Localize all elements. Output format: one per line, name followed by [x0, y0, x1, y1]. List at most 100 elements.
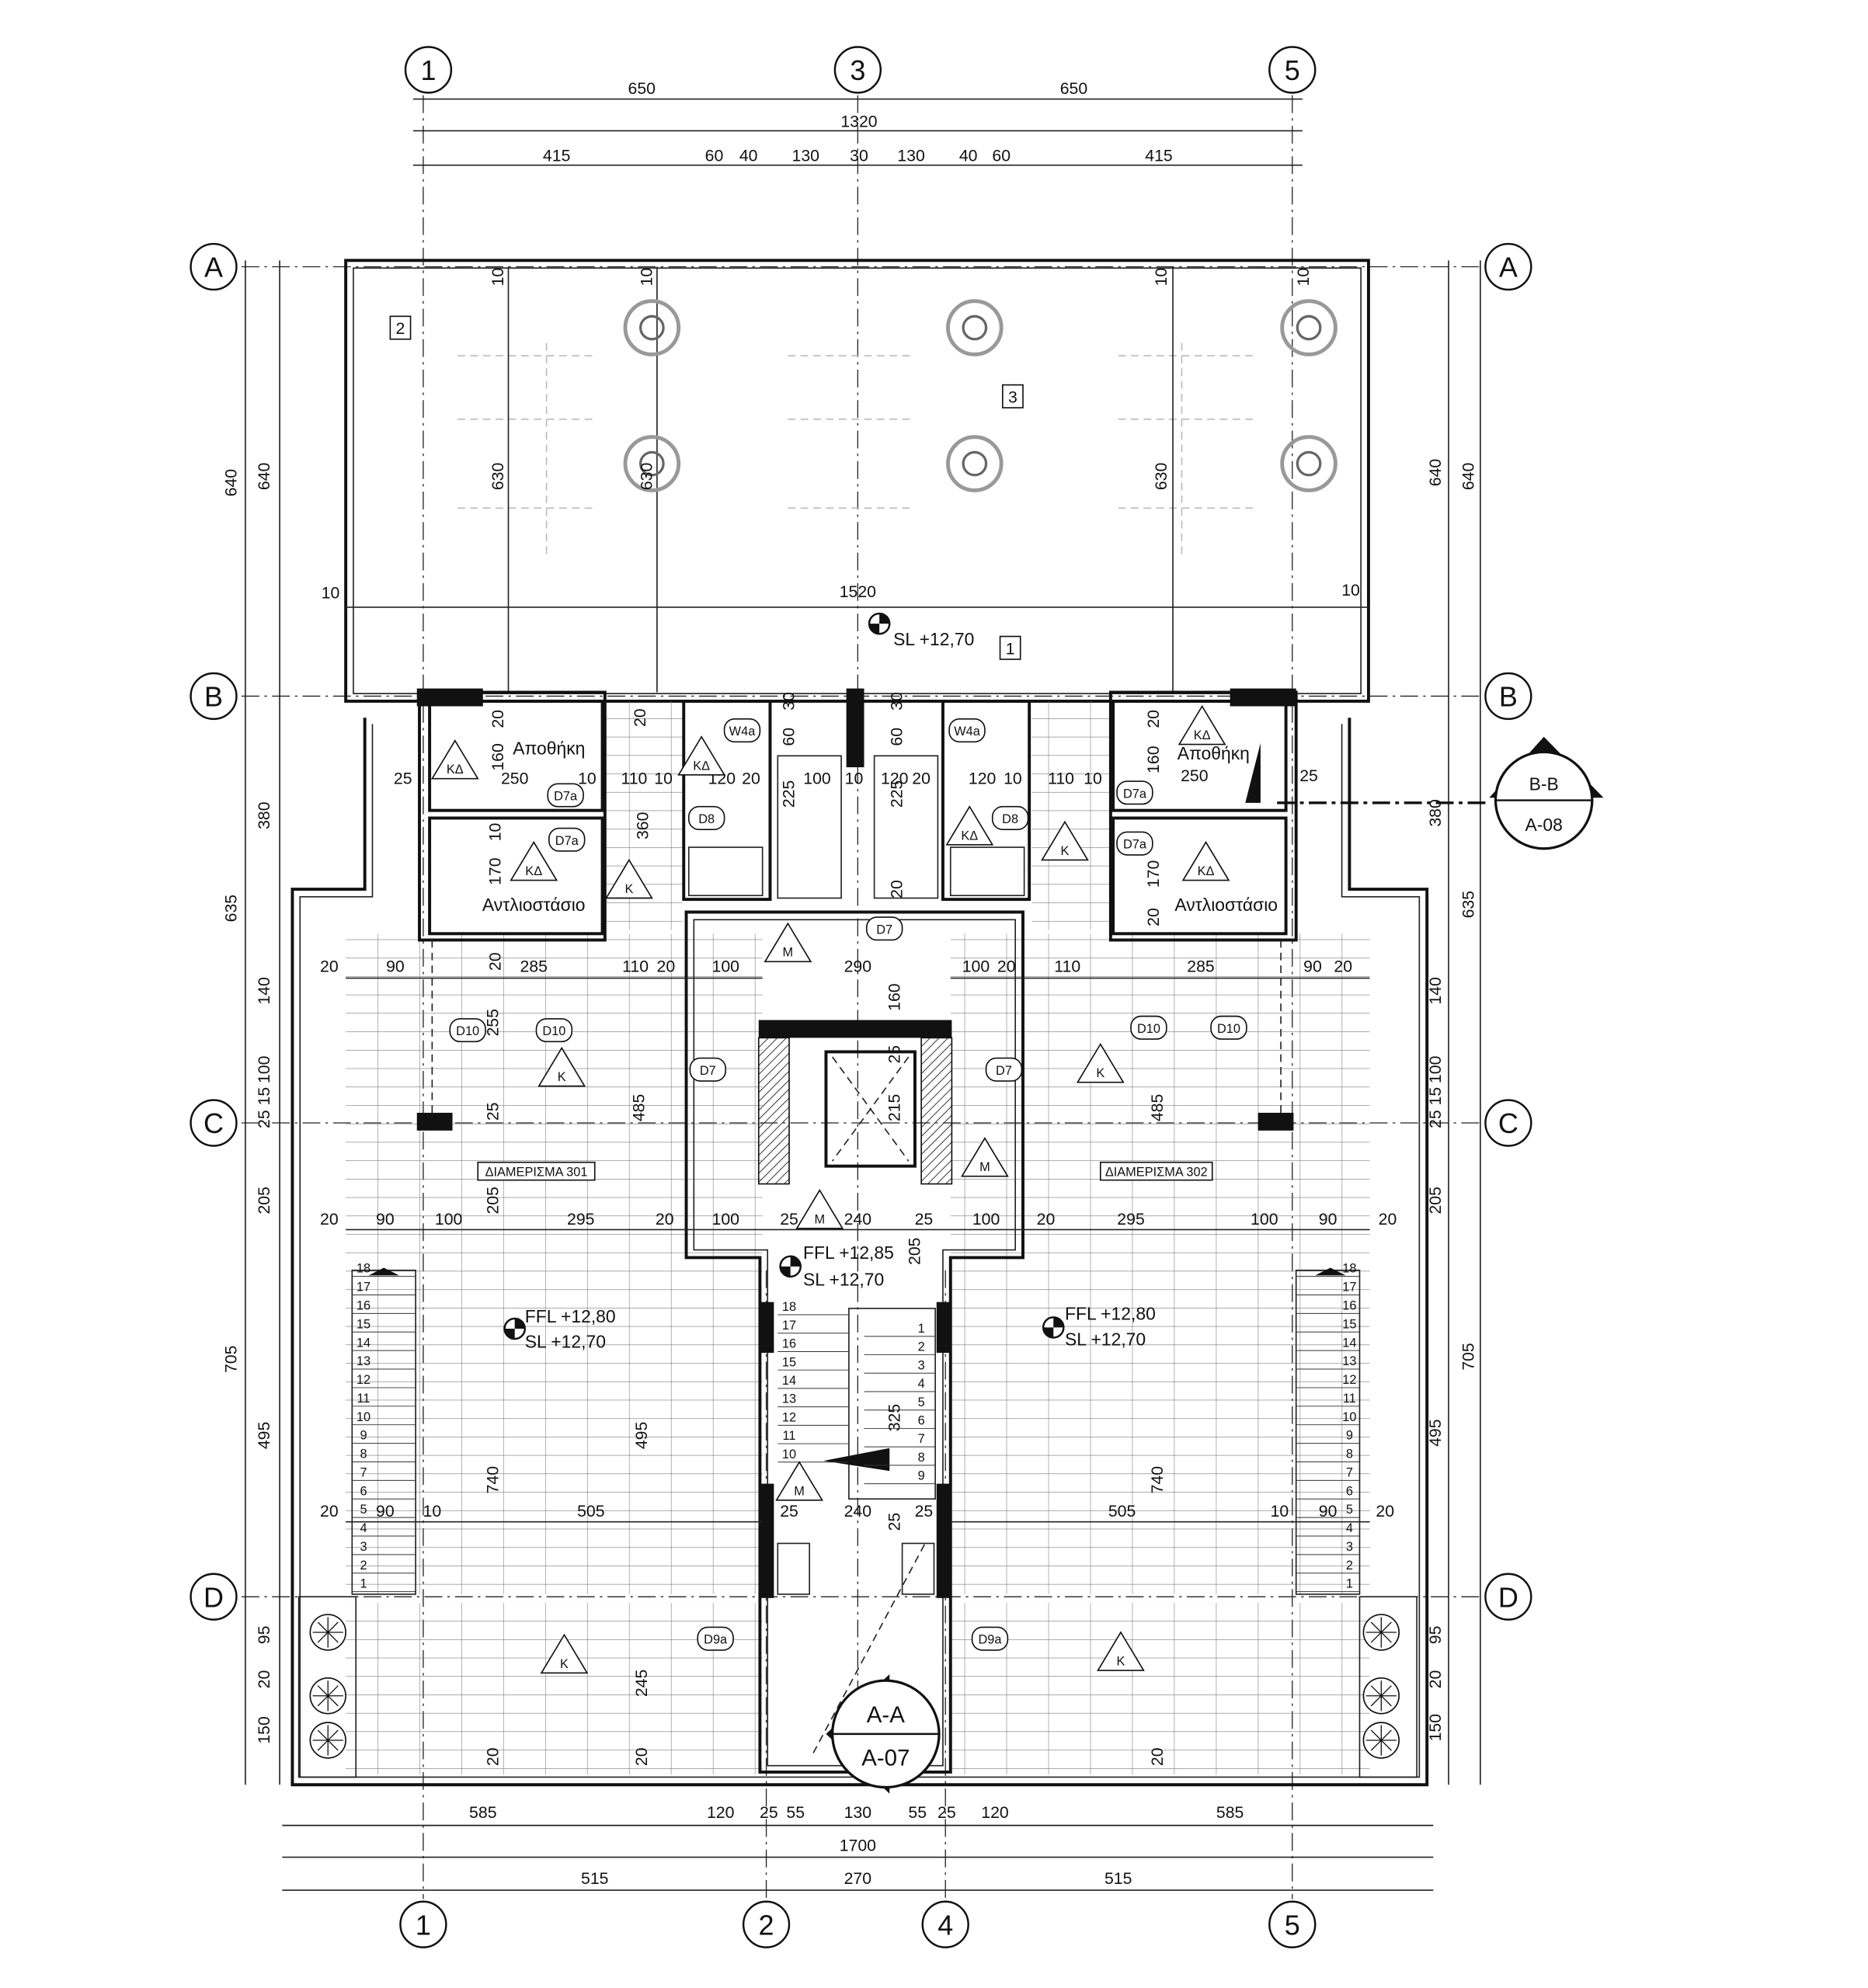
stair-step-left: 2	[360, 1559, 367, 1573]
plant-icon	[1362, 1677, 1400, 1715]
roof-drain-icon	[623, 435, 681, 492]
grid-bubble-left-label: C	[203, 1107, 224, 1139]
grid-bubble-left: A	[190, 242, 238, 291]
dimension-label: 245	[632, 1670, 651, 1697]
stair-step-left: 5	[360, 1503, 367, 1517]
grid-bubble-left: C	[190, 1099, 238, 1147]
door-tag-label: D7	[700, 1064, 716, 1078]
core-stair-step: 1	[918, 1322, 925, 1336]
grid-bubble-top-label: 3	[850, 54, 865, 86]
dimension-label: 360	[633, 812, 652, 839]
finish-tag-kd-label: ΚΔ	[447, 763, 464, 777]
dimension-label: 585	[1216, 1803, 1244, 1822]
section-a-a-title: A-A	[867, 1702, 905, 1728]
dimension-label: 60	[705, 147, 724, 165]
door-tag-label: D9a	[704, 1633, 728, 1647]
finish-tag-k-label: Κ	[560, 1657, 569, 1671]
core-stair-step: 4	[918, 1377, 925, 1391]
dimension-label: 10	[486, 823, 505, 842]
grid-bubble-top-label: 1	[420, 54, 436, 86]
floor-outline	[290, 700, 1429, 1787]
finish-tag-kd: ΚΔ	[677, 735, 726, 776]
core-sl-level: SL +12,70	[803, 1269, 884, 1289]
roof-drain-icon	[623, 299, 681, 356]
dimension-label: 705	[221, 1346, 240, 1373]
stair-step-left: 7	[360, 1465, 367, 1479]
dimension-label: 295	[1117, 1210, 1144, 1229]
stair-step-right: 2	[1346, 1559, 1353, 1573]
dimension-label: 515	[581, 1869, 608, 1888]
roof-drain-icon	[946, 435, 1004, 492]
dimension-label: 10	[423, 1502, 442, 1521]
core-ffl-level: FFL +12,85	[803, 1242, 894, 1263]
stair-step-left: 6	[360, 1484, 367, 1498]
callout-number: 1	[1006, 639, 1015, 658]
core-stair-step: 5	[918, 1395, 925, 1409]
grid-bubble-bottom-label: 5	[1285, 1909, 1300, 1941]
callout-box: 1	[999, 635, 1021, 660]
grid-bubble-right: A	[1484, 242, 1532, 291]
finish-tag-k-label: Κ	[1061, 844, 1070, 858]
dimension-label: 120	[969, 769, 996, 787]
plant-icon	[1362, 1614, 1400, 1651]
dimension-label: 25	[915, 1502, 934, 1521]
dimension-label: 20	[912, 769, 931, 787]
dimension-label: 20	[320, 957, 339, 975]
core-stair-step: 15	[782, 1355, 796, 1369]
finish-tag-m: M	[961, 1137, 1009, 1177]
dimension-label: 95	[1426, 1625, 1445, 1644]
finish-tag-kd-label: ΚΔ	[1198, 864, 1215, 878]
dimension-label: 100	[803, 769, 830, 787]
door-tag: W4a	[948, 718, 986, 743]
finish-tag-m-label: M	[979, 1160, 990, 1174]
room-label-storage-left: Αποθήκη	[513, 739, 585, 759]
door-tag-label: D10	[456, 1024, 479, 1038]
dimension-label: 10	[1084, 769, 1102, 787]
door-tag: W4a	[723, 718, 761, 743]
dimension-label: 10	[1152, 268, 1171, 287]
dimension-label: 205	[255, 1187, 273, 1214]
door-tag-label: D9a	[978, 1633, 1002, 1647]
dimension-label: 40	[959, 147, 978, 165]
stair-step-right: 7	[1346, 1465, 1353, 1479]
dimension-label: 1700	[840, 1836, 876, 1854]
door-tag-label: D7	[876, 923, 892, 937]
finish-tag-k: Κ	[537, 1046, 586, 1087]
door-tag: D8	[991, 805, 1029, 830]
dimension-label: 25	[760, 1803, 778, 1822]
door-tag: D10	[1210, 1015, 1247, 1040]
callout-box: 3	[1002, 384, 1024, 408]
stair-step-left: 16	[357, 1298, 370, 1312]
finish-tag-k: Κ	[540, 1633, 589, 1674]
dimension-label: 90	[1319, 1210, 1338, 1229]
dimension-label: 295	[567, 1210, 594, 1229]
core-stair-step: 10	[782, 1448, 796, 1461]
dimension-label: 290	[844, 957, 871, 975]
dimension-label: 130	[844, 1803, 871, 1822]
grid-bubble-left-label: B	[204, 680, 223, 712]
grid-bubble-bottom: 4	[921, 1900, 969, 1948]
room-labels: Αποθήκη Αντλιοστάσιο Αποθήκη Αντλιοστάσι…	[477, 739, 1278, 1181]
plant-icon	[1362, 1722, 1400, 1759]
door-tag: D9a	[697, 1626, 734, 1651]
stair-step-left: 17	[357, 1281, 370, 1295]
stair-step-right: 3	[1346, 1540, 1353, 1554]
dimension-label: 130	[897, 147, 924, 165]
finish-tag-kd: ΚΔ	[1178, 704, 1226, 746]
core-stair-step: 9	[918, 1469, 925, 1483]
finish-tag-m-label: M	[814, 1212, 825, 1226]
stair-step-left: 13	[357, 1354, 370, 1368]
room-label-storage-right: Αποθήκη	[1178, 743, 1250, 763]
stair-step-left: 1	[360, 1577, 367, 1591]
stair-step-right: 8	[1346, 1448, 1353, 1461]
stair-step-left: 9	[360, 1429, 367, 1443]
dimension-label: 30	[888, 692, 906, 711]
dimension-label: 640	[1459, 463, 1478, 490]
dimension-label: 1320	[840, 113, 877, 131]
dimension-label: 95	[255, 1625, 273, 1644]
stair-step-right: 6	[1346, 1484, 1353, 1498]
dimension-label: 20	[1376, 1502, 1394, 1521]
dimension-label: 55	[786, 1803, 805, 1822]
finish-tag-kd: ΚΔ	[945, 805, 994, 846]
